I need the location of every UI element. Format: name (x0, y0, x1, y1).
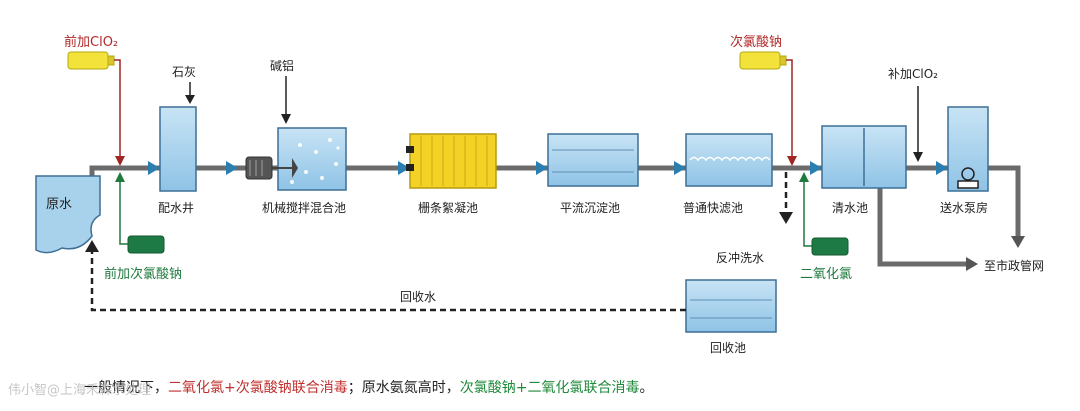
pump-house-label: 送水泵房 (940, 200, 988, 215)
outlet-arrows (966, 236, 1025, 271)
fast-filter-label: 普通快滤池 (683, 201, 743, 215)
pre-hypo-dosing (115, 172, 165, 254)
mixing-tank: 机械搅拌混合池 (245, 127, 347, 215)
backwash-label: 反冲洗水 (716, 250, 764, 265)
main-pipeline (89, 165, 1021, 267)
watermark: 伟小智@上海禾森水处理 (8, 383, 151, 398)
clear-water-tank-label: 清水池 (832, 201, 868, 215)
raw-water-source: 原水 (35, 175, 101, 254)
mixing-tank-label: 机械搅拌混合池 (262, 200, 346, 215)
chlorine-dioxide-dosing (799, 172, 849, 256)
alum-dosing (281, 76, 291, 124)
distribution-well: 配水井 (158, 106, 197, 215)
backwash-arrow (779, 212, 793, 224)
municipal-network-label: 至市政管网 (984, 258, 1044, 273)
distribution-well-label: 配水井 (158, 201, 194, 215)
flow-arrows (148, 161, 948, 175)
pre-clo2-dosing (67, 51, 125, 166)
lime-dosing (185, 82, 195, 104)
chlorine-dioxide-label: 二氧化氯 (800, 267, 852, 282)
hypo-top-label: 次氯酸钠 (730, 34, 782, 50)
lime-label: 石灰 (172, 65, 196, 79)
footer-part1: 一般情况下， (84, 380, 168, 396)
footer-part3: ；原水氨氮高时， (348, 379, 460, 396)
recycle-water-label: 回收水 (400, 290, 436, 304)
sedimentation-tank: 平流沉淀池 (547, 133, 639, 215)
alum-label: 碱铝 (270, 58, 294, 73)
sedimentation-tank-label: 平流沉淀池 (560, 201, 620, 215)
footer-part2: 二氧化氯+次氯酸钠联合消毒 (168, 380, 348, 396)
footer-part5: 。 (639, 380, 653, 396)
flocculation-tank: 栅条絮凝池 (406, 133, 497, 215)
recycle-tank-label: 回收池 (710, 341, 746, 355)
pump-icon (957, 167, 979, 189)
recycle-tank: 回收池 (685, 279, 777, 355)
recycle-arrow (85, 240, 99, 252)
post-clo2-dosing (913, 86, 923, 162)
fast-filter: 普通快滤池 (683, 133, 773, 215)
hypo-top-dosing (739, 51, 797, 166)
clear-water-tank: 清水池 (821, 125, 907, 215)
recycle-water-line (90, 250, 686, 312)
pump-house: 送水泵房 (940, 106, 989, 215)
raw-water-label: 原水 (46, 197, 72, 212)
footer-note: 一般情况下，二氧化氯+次氯酸钠联合消毒；原水氨氮高时，次氯酸钠+二氧化氯联合消毒… (84, 379, 653, 396)
pre-hypo-label: 前加次氯酸钠 (104, 266, 182, 282)
mixer-motor-icon (245, 156, 298, 180)
pre-clo2-label: 前加ClO₂ (64, 34, 118, 50)
flocculation-tank-label: 栅条絮凝池 (418, 200, 478, 215)
footer-part4: 次氯酸钠+二氧化氯联合消毒 (460, 380, 640, 396)
post-clo2-label: 补加ClO₂ (888, 67, 938, 81)
